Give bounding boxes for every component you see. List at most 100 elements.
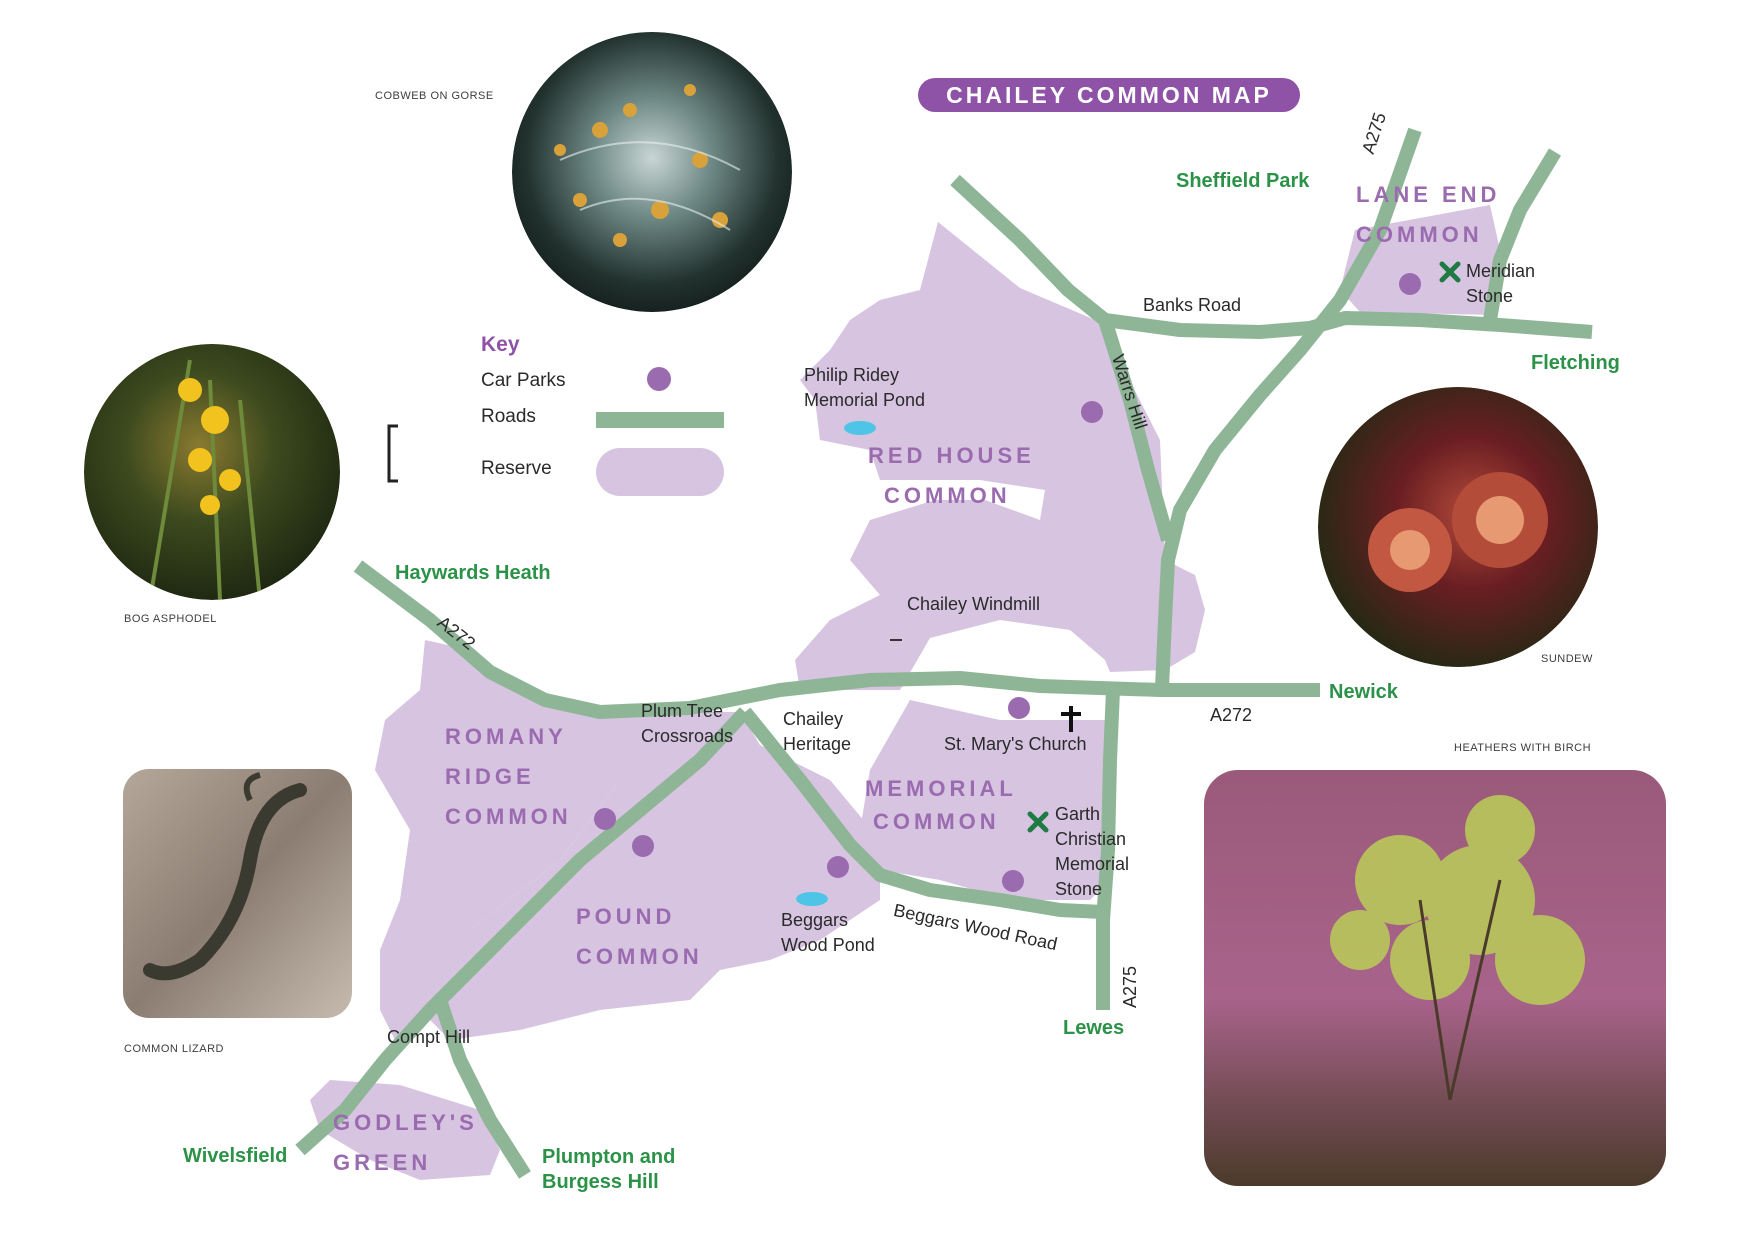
label-godleys-green: GODLEY'S GREEN (333, 1103, 478, 1183)
label-romany-line3: COMMON (445, 804, 572, 829)
roads (295, 127, 1593, 1179)
label-romany-ridge-common: ROMANY RIDGE COMMON (445, 717, 572, 837)
label-pound-common: POUND COMMON (576, 897, 703, 977)
label-chailey-heritage: Chailey Heritage (783, 707, 851, 757)
label-philip-line2: Memorial Pond (804, 390, 926, 410)
label-beggars-wood-pond: Beggars Wood Pond (781, 908, 875, 958)
road-label-a272-east: A272 (1210, 705, 1253, 725)
road-warrs-hill (1098, 317, 1175, 542)
caption-bog-asphodel: BOG ASPHODEL (124, 613, 217, 625)
photo-sundew (1318, 387, 1598, 667)
label-lane-end-line1: LANE END (1356, 182, 1501, 207)
label-memorial-line1: MEMORIAL (865, 776, 1017, 801)
road-fletching-spur (1483, 148, 1561, 322)
key-car-park-icon (647, 367, 671, 391)
label-garth-line3: Memorial (1055, 854, 1130, 874)
green-x-marker-icon (1027, 811, 1049, 833)
label-garth-line1: Garth (1055, 804, 1101, 824)
road-banks-road (1104, 311, 1593, 339)
label-plum-tree-crossroads: Plum Tree Crossroads (641, 699, 733, 749)
label-philip-ridey-pond: Philip Ridey Memorial Pond (804, 363, 925, 413)
label-garth-line4: Stone (1055, 879, 1103, 899)
car-park-icon (1002, 870, 1024, 892)
caption-heathers: HEATHERS WITH BIRCH (1454, 742, 1592, 754)
label-red-house-common: RED HOUSE COMMON (868, 436, 1035, 516)
photo-heathers-with-birch (1204, 770, 1666, 1186)
key-reserve: Reserve (481, 458, 552, 479)
label-heritage-line1: Chailey (783, 709, 844, 729)
reserve-areas (310, 205, 1500, 1180)
label-garth-line2: Christian (1055, 829, 1127, 849)
label-memorial-line2: COMMON (873, 809, 1000, 834)
label-godleys-line1: GODLEY'S (333, 1110, 478, 1135)
place-newick: Newick (1329, 681, 1398, 703)
place-haywards-heath: Haywards Heath (395, 562, 551, 584)
reserve-pound-common (420, 712, 880, 1040)
label-plum-tree-line2: Crossroads (641, 726, 734, 746)
place-plumpton: Plumpton and Burgess Hill (542, 1145, 675, 1195)
key-title: Key (481, 333, 520, 356)
car-park-icon (1081, 401, 1103, 423)
car-park-icon (827, 856, 849, 878)
key-reserve-icon (596, 448, 724, 496)
photo-bog-asphodel (84, 344, 340, 600)
pond-icon (796, 892, 828, 906)
green-x-marker-icon (1439, 261, 1461, 283)
road-label-a275-south: A275 (1120, 965, 1140, 1008)
car-park-icon (1008, 697, 1030, 719)
label-plum-tree-line1: Plum Tree (641, 701, 724, 721)
label-philip-line1: Philip Ridey (804, 365, 900, 385)
map-title: CHAILEY COMMON MAP (918, 78, 1300, 112)
cross-icon (1061, 706, 1081, 732)
road-a272 (353, 560, 1320, 719)
label-meridian-stone: Meridian Stone (1466, 259, 1535, 309)
label-chailey-windmill: Chailey Windmill (907, 594, 1041, 614)
place-fletching: Fletching (1531, 352, 1620, 374)
photo-cobweb-on-gorse (512, 32, 792, 312)
place-sheffield-park: Sheffield Park (1176, 170, 1310, 192)
road-plum-tree-compt (295, 707, 751, 1156)
label-garth-memorial-stone: Garth Christian Memorial Stone (1055, 802, 1129, 902)
place-wivelsfield: Wivelsfield (183, 1145, 288, 1167)
key-road-icon (596, 412, 724, 428)
place-plumpton-line2: Burgess Hill (542, 1171, 659, 1193)
road-a275-north (1155, 127, 1422, 689)
label-red-house-line2: COMMON (884, 483, 1011, 508)
road-beggars-wood (739, 707, 1104, 919)
label-st-marys-church: St. Mary's Church (944, 734, 1087, 754)
label-pound-line2: COMMON (576, 944, 703, 969)
label-heritage-line2: Heritage (783, 734, 852, 754)
place-lewes: Lewes (1063, 1017, 1125, 1039)
reserve-red-house-common (795, 222, 1205, 690)
caption-common-lizard: COMMON LIZARD (124, 1043, 224, 1055)
caption-cobweb: COBWEB ON GORSE (375, 90, 494, 102)
label-compt-hill: Compt Hill (387, 1027, 471, 1047)
label-meridian-line1: Meridian (1466, 261, 1536, 281)
label-beggars-pond-line1: Beggars (781, 910, 849, 930)
label-lane-end-common: LANE END COMMON (1356, 175, 1500, 255)
label-red-house-line1: RED HOUSE (868, 443, 1035, 468)
road-a275-south (1096, 689, 1120, 1010)
caption-sundew: SUNDEW (1541, 653, 1593, 665)
photo-common-lizard (123, 769, 352, 1018)
label-memorial-common: MEMORIAL COMMON (865, 772, 1017, 838)
road-label-banks-road: Banks Road (1143, 295, 1242, 315)
label-lane-end-line2: COMMON (1356, 222, 1483, 247)
road-sheffield-park-banks (950, 174, 1110, 326)
key-roads: Roads (481, 406, 536, 427)
label-meridian-line2: Stone (1466, 286, 1514, 306)
car-park-icon (632, 835, 654, 857)
car-park-icon (1399, 273, 1421, 295)
label-romany-line1: ROMANY (445, 724, 567, 749)
reserve-romany-ridge (375, 640, 620, 1050)
bracket-mark (387, 424, 398, 483)
label-pound-line1: POUND (576, 904, 676, 929)
car-park-icon (594, 808, 616, 830)
label-romany-line2: RIDGE (445, 764, 535, 789)
label-beggars-pond-line2: Wood Pond (781, 935, 875, 955)
car-parks (594, 273, 1421, 892)
pond-icon (844, 421, 876, 435)
label-godleys-line2: GREEN (333, 1150, 432, 1175)
place-plumpton-line1: Plumpton and (542, 1146, 676, 1168)
